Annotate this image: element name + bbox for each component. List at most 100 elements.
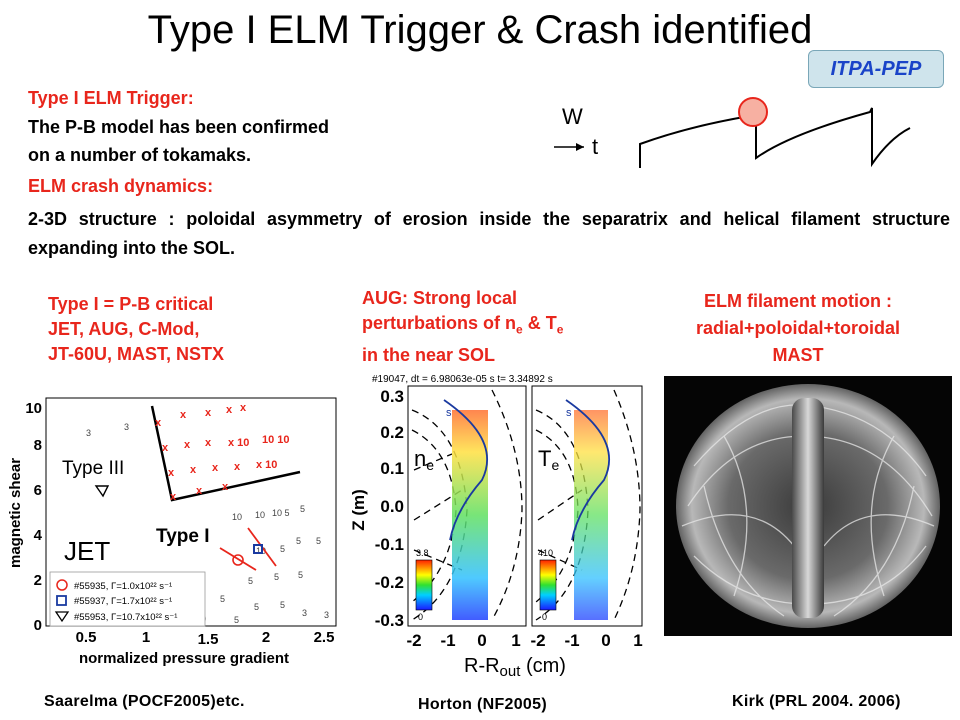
p1-xtick: 1.5 bbox=[198, 631, 219, 648]
p2-xtick: -1 bbox=[564, 631, 579, 650]
p2-ytick: 0.3 bbox=[380, 387, 404, 406]
svg-text:x: x bbox=[240, 402, 247, 414]
p2-te-separatrix bbox=[565, 399, 611, 541]
svg-text:x: x bbox=[212, 462, 219, 474]
trigger-text-line2: on a number of tokamaks. bbox=[28, 145, 252, 165]
p1-legend-circle-icon bbox=[56, 579, 68, 591]
p1-xtick: 0.5 bbox=[76, 629, 97, 646]
panel1-caption-line1: Type I = P-B critical bbox=[48, 294, 214, 314]
svg-text:5: 5 bbox=[274, 572, 279, 582]
crash-heading: ELM crash dynamics: bbox=[28, 176, 214, 196]
svg-text:5: 5 bbox=[280, 600, 285, 610]
trigger-heading: Type I ELM Trigger: bbox=[28, 88, 194, 108]
svg-text:10: 10 bbox=[255, 510, 265, 520]
p1-point-circle bbox=[232, 554, 244, 566]
p2-xlabel: R-Rout (cm) bbox=[464, 655, 566, 680]
p1-legend-entry: #55937, Γ=1.7x10²² s⁻¹ bbox=[74, 596, 172, 607]
p2-ytick: -0.2 bbox=[375, 573, 404, 592]
trigger-text-line1: The P-B model has been confirmed bbox=[28, 117, 330, 137]
p2-ne-scale-min: 0 bbox=[418, 612, 423, 622]
svg-text:x: x bbox=[170, 491, 177, 503]
svg-text:5: 5 bbox=[248, 576, 253, 586]
sketch-w-label: W bbox=[562, 104, 583, 129]
svg-text:x: x bbox=[180, 409, 187, 421]
p2-ne-scale-max: 3.8 bbox=[416, 548, 429, 558]
p1-type3-marker bbox=[94, 485, 110, 498]
p1-ylabel: magnetic shear bbox=[7, 458, 24, 568]
svg-text:5: 5 bbox=[300, 504, 305, 514]
p1-legend-entry: #55953, Γ=10.7x10²² s⁻¹ bbox=[74, 612, 177, 623]
p1-ytick: 8 bbox=[34, 437, 42, 454]
svg-text:10: 10 bbox=[232, 512, 242, 522]
p1-xtick: 2.5 bbox=[314, 629, 335, 646]
p2-xtick: -2 bbox=[406, 631, 421, 650]
svg-text:5: 5 bbox=[296, 536, 301, 546]
p2-te-perturbation bbox=[574, 410, 608, 620]
svg-text:s: s bbox=[446, 407, 452, 419]
p2-te-scale-min: 0 bbox=[542, 612, 547, 622]
svg-text:x: x bbox=[222, 481, 229, 493]
p1-point-square bbox=[253, 544, 263, 554]
p2-xtick: 0 bbox=[477, 631, 486, 650]
svg-text:3: 3 bbox=[86, 428, 91, 438]
p1-xtick: 2 bbox=[262, 629, 270, 646]
p1-type1-label: Type I bbox=[156, 526, 210, 547]
p2-xtick: 1 bbox=[511, 631, 520, 650]
p2-xtick: 0 bbox=[601, 631, 610, 650]
p2-ne-label: ne bbox=[414, 446, 434, 473]
crash-text: 2-3D structure : poloidal asymmetry of e… bbox=[28, 209, 950, 258]
p2-te-colorbar bbox=[539, 559, 557, 611]
panel2-caption-line3: in the near SOL bbox=[362, 344, 496, 365]
svg-text:5: 5 bbox=[254, 602, 259, 612]
mast-filament-image bbox=[664, 376, 952, 636]
sketch-trigger-marker bbox=[738, 97, 768, 127]
svg-text:x: x bbox=[205, 407, 212, 419]
svg-text:x: x bbox=[190, 464, 197, 476]
p2-te-scale-max: 410 bbox=[538, 548, 553, 558]
p2-ytick: -0.1 bbox=[375, 535, 404, 554]
panel1-caption: Type I = P-B critical JET, AUG, C-Mod, J… bbox=[48, 292, 224, 367]
panel3-caption-line2: radial+poloidal+toroidal bbox=[695, 318, 901, 338]
p2-xtick: -1 bbox=[440, 631, 455, 650]
reference-kirk: Kirk (PRL 2004. 2006) bbox=[732, 693, 901, 710]
svg-text:x: x bbox=[184, 439, 191, 451]
p1-machine-label: JET bbox=[64, 536, 110, 566]
panel2-caption-line2: perturbations of ne & Te bbox=[362, 313, 564, 337]
p2-ytick: -0.3 bbox=[375, 611, 404, 630]
svg-text:5: 5 bbox=[280, 544, 285, 554]
p2-xtick: -2 bbox=[530, 631, 545, 650]
p1-stability-boundary bbox=[150, 405, 301, 502]
svg-text:5: 5 bbox=[234, 615, 239, 625]
svg-text:s: s bbox=[566, 407, 572, 419]
sketch-sawtooth-curve bbox=[639, 107, 911, 168]
p1-ytick: 4 bbox=[34, 527, 43, 544]
svg-text:x: x bbox=[196, 485, 203, 497]
svg-text:10 5: 10 5 bbox=[272, 508, 290, 518]
p1-xlabel: normalized pressure gradient bbox=[79, 650, 289, 667]
svg-text:x: x bbox=[168, 467, 175, 479]
p2-xtick: 1 bbox=[633, 631, 642, 650]
p1-ytick: 6 bbox=[34, 482, 42, 499]
svg-text:x: x bbox=[234, 461, 241, 473]
itpa-badge: ITPA-PEP bbox=[808, 50, 944, 88]
p2-ytick: 0.2 bbox=[380, 423, 404, 442]
p1-legend-square-icon bbox=[56, 595, 67, 606]
svg-text:5: 5 bbox=[298, 570, 303, 580]
p1-ytick: 2 bbox=[34, 572, 42, 589]
svg-text:x: x bbox=[226, 404, 233, 416]
p1-ytick: 10 bbox=[25, 400, 42, 417]
panel2-caption-line1: AUG: Strong local bbox=[362, 288, 518, 308]
p2-ne-separatrix bbox=[443, 399, 489, 541]
p2-ytick: 0.0 bbox=[380, 497, 404, 516]
p1-legend bbox=[49, 571, 206, 627]
p1-point-line bbox=[219, 547, 257, 571]
svg-text:x: x bbox=[205, 437, 212, 449]
p1-type3-label: Type III bbox=[62, 458, 124, 479]
sketch-t-arrowhead bbox=[576, 143, 584, 151]
svg-text:3: 3 bbox=[124, 422, 129, 432]
p2-te-label: Te bbox=[538, 446, 559, 473]
reference-saarelma: Saarelma (POCF2005)etc. bbox=[44, 693, 245, 710]
svg-text:x: x bbox=[162, 442, 169, 454]
